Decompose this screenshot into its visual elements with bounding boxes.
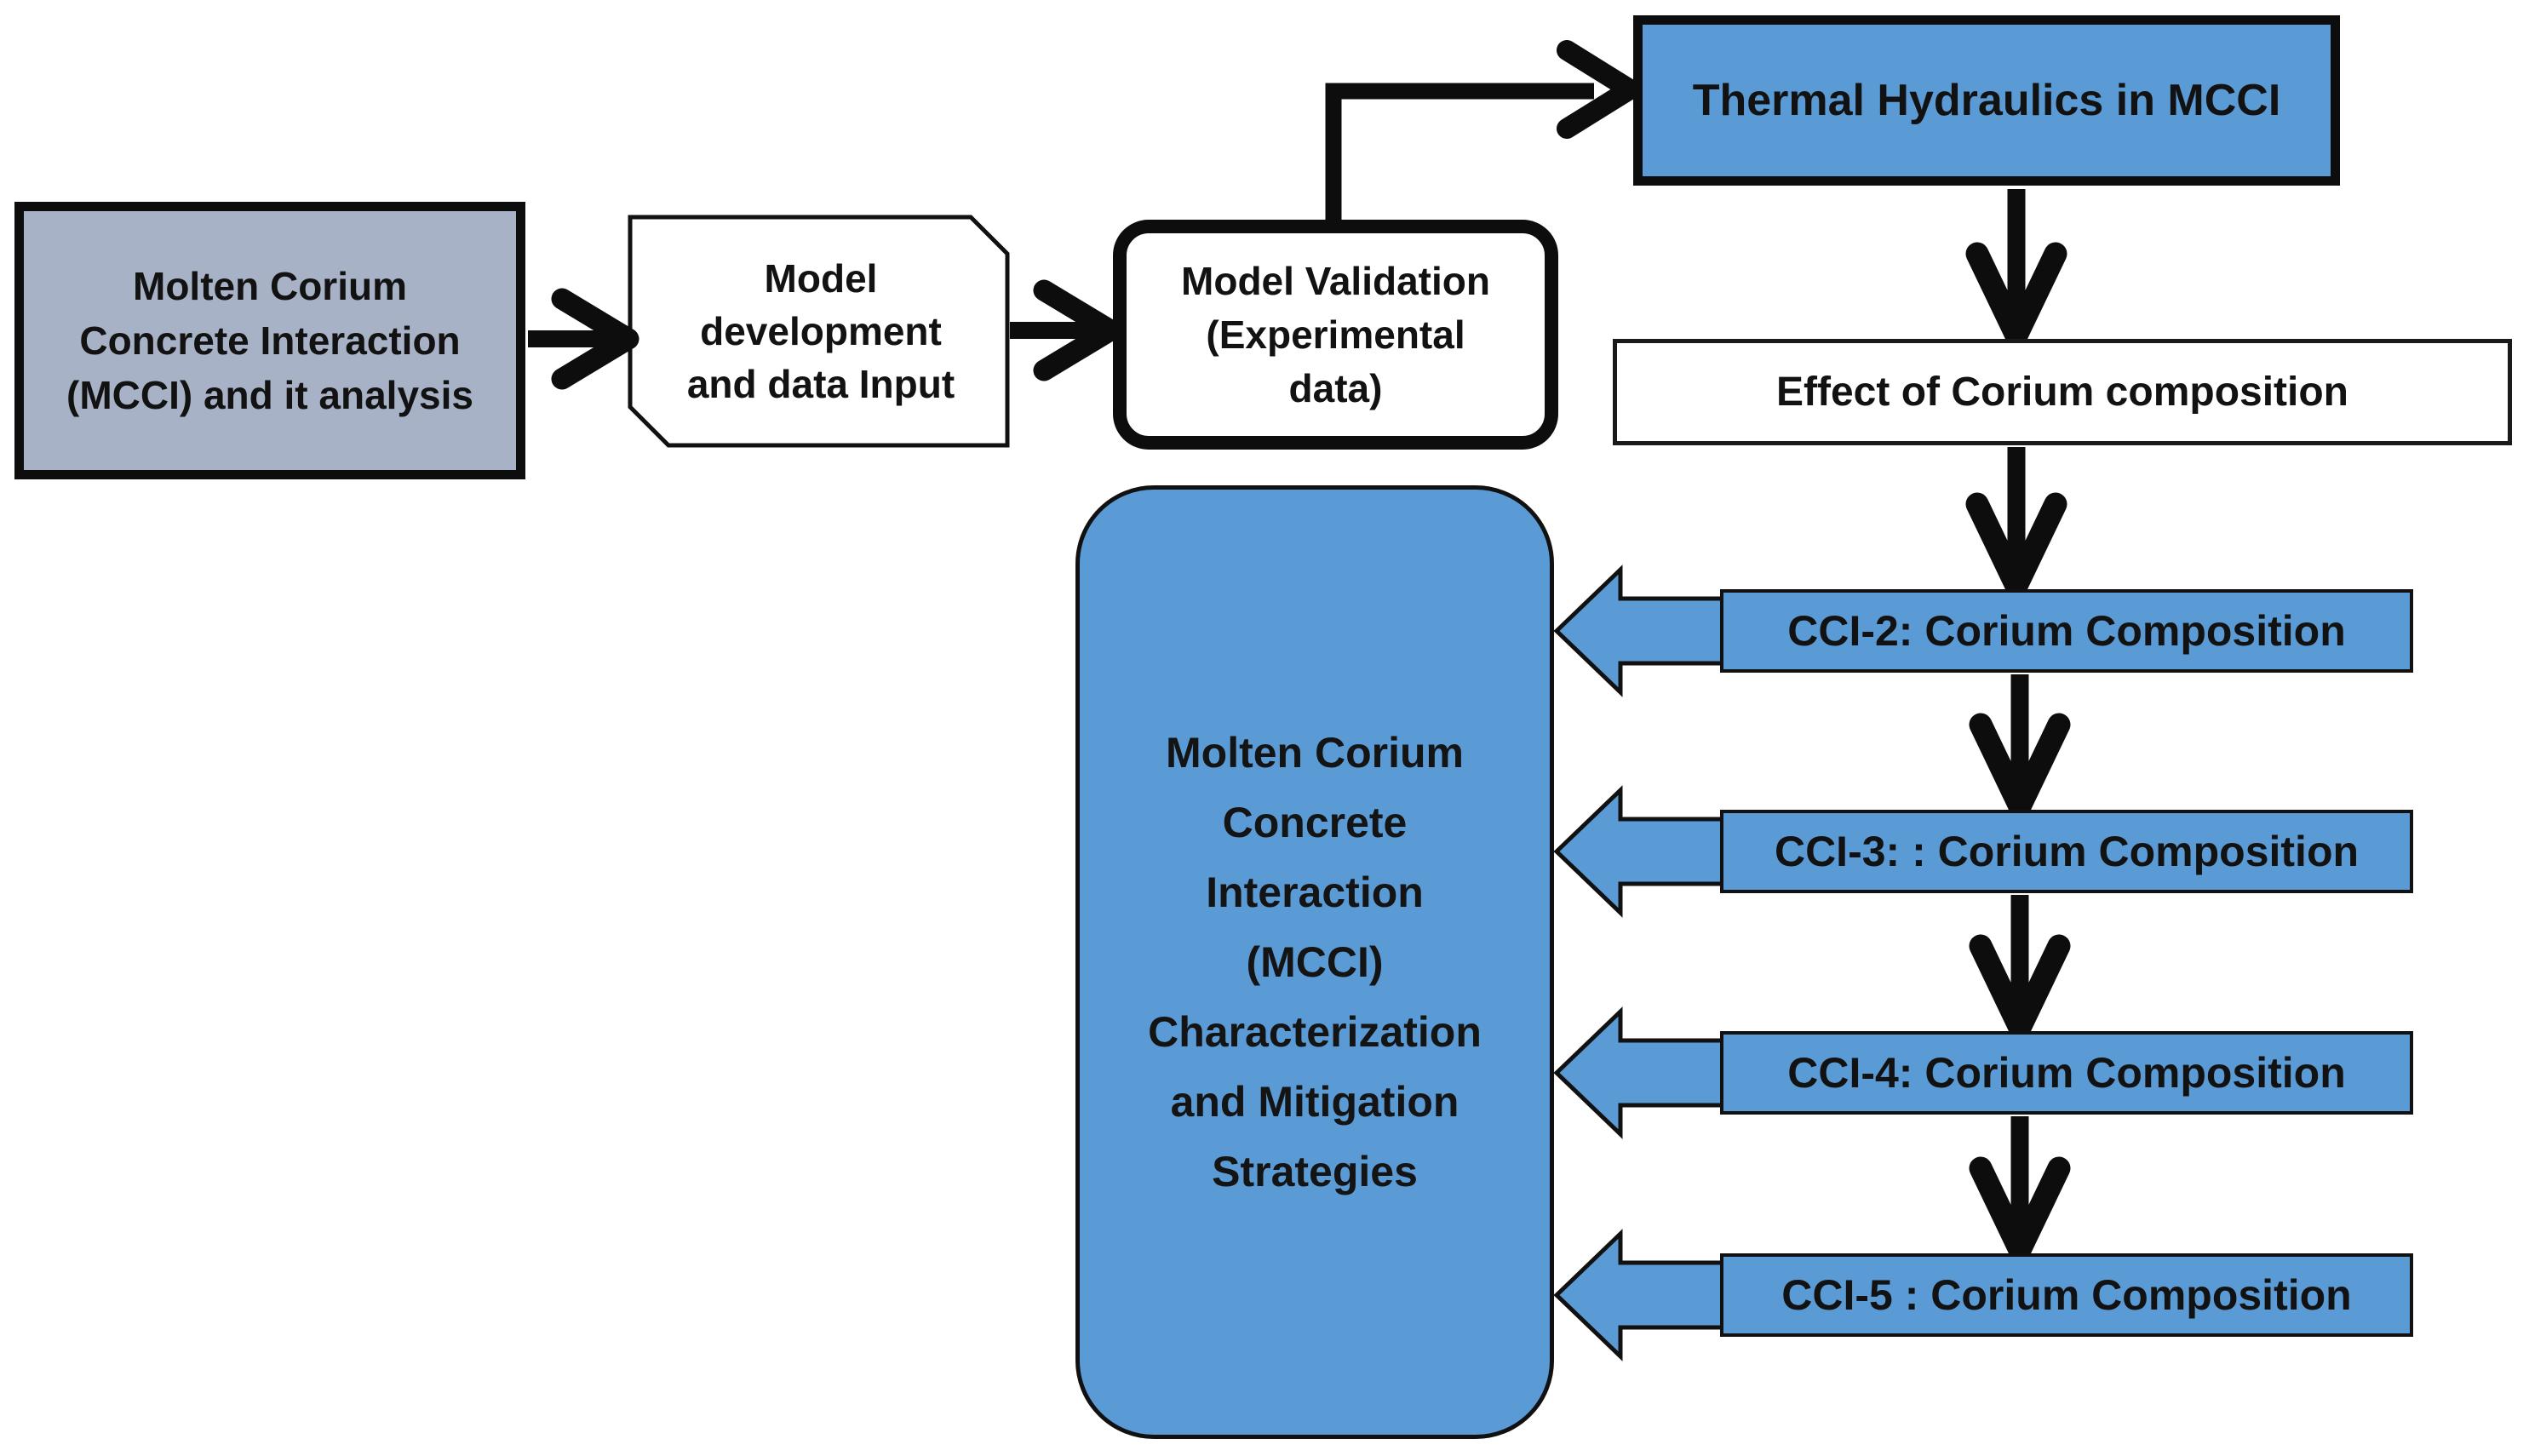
arrow-right-modeldev-to-validation-icon [1010, 279, 1121, 381]
connector-elbow-validation-to-thermal-icon [1325, 40, 1640, 220]
node-model-development-line: and data Input [686, 362, 955, 406]
block-arrow-left-cci4-icon [1553, 1006, 1743, 1139]
node-mcci-input-line: Concrete Interaction [79, 318, 461, 363]
block-arrow-left-cci5-icon [1553, 1229, 1743, 1361]
node-model-validation-line: Model Validation [1181, 258, 1490, 303]
node-mcci-strategies-line: Concrete [1222, 799, 1408, 846]
arrow-down-cci2-to-cci3-icon [1969, 674, 2071, 818]
node-effect-of-corium-label: Effect of Corium composition [1776, 369, 2348, 415]
model-development-shape [628, 215, 1010, 448]
node-mcci-input-line: (MCCI) and it analysis [66, 373, 473, 417]
node-thermal-hydraulics-label: Thermal Hydraulics in MCCI [1692, 76, 2281, 125]
node-model-validation-line: (Experimental [1206, 312, 1465, 357]
node-mcci-strategies-line: Interaction [1206, 868, 1424, 916]
node-mcci-strategies-line: and Mitigation [1170, 1078, 1459, 1126]
node-effect-of-corium: Effect of Corium composition [1613, 339, 2512, 445]
node-cci-3-label: CCI-3: : Corium Composition [1774, 828, 2360, 875]
node-mcci-input: Molten Corium Concrete Interaction (MCCI… [14, 202, 525, 479]
node-cci-3: CCI-3: : Corium Composition [1720, 810, 2413, 893]
arrow-down-thermal-to-effect-icon [1965, 189, 2067, 347]
arrow-right-input-to-modeldev-icon [528, 288, 639, 390]
node-model-development-line: development [700, 309, 942, 353]
node-cci-2-label: CCI-2: Corium Composition [1787, 607, 2346, 655]
block-arrow-left-cci3-icon [1553, 785, 1743, 918]
node-cci-2: CCI-2: Corium Composition [1720, 589, 2413, 673]
node-mcci-strategies-line: Characterization [1148, 1008, 1482, 1056]
node-cci-5-label: CCI-5 : Corium Composition [1781, 1271, 2352, 1319]
node-model-development-line: Model [764, 256, 878, 301]
node-thermal-hydraulics: Thermal Hydraulics in MCCI [1633, 15, 2340, 186]
node-mcci-strategies-line: (MCCI) [1246, 938, 1384, 986]
node-model-validation-line: data) [1288, 365, 1383, 410]
node-mcci-strategies-line: Strategies [1212, 1148, 1418, 1195]
node-model-development: Model development and data Input [637, 220, 1005, 443]
node-cci-5: CCI-5 : Corium Composition [1720, 1253, 2413, 1337]
arrow-down-cci3-to-cci4-icon [1969, 895, 2071, 1040]
node-mcci-strategies-line: Molten Corium [1166, 729, 1464, 777]
node-cci-4-label: CCI-4: Corium Composition [1787, 1049, 2346, 1097]
block-arrow-left-cci2-icon [1553, 565, 1743, 697]
node-model-validation: Model Validation (Experimental data) [1113, 220, 1558, 450]
arrow-down-cci4-to-cci5-icon [1969, 1116, 2071, 1262]
node-cci-4: CCI-4: Corium Composition [1720, 1031, 2413, 1115]
node-mcci-input-line: Molten Corium [133, 264, 407, 308]
arrow-down-effect-to-cci2-icon [1965, 447, 2067, 598]
node-mcci-strategies: Molten Corium Concrete Interaction (MCCI… [1075, 485, 1554, 1439]
